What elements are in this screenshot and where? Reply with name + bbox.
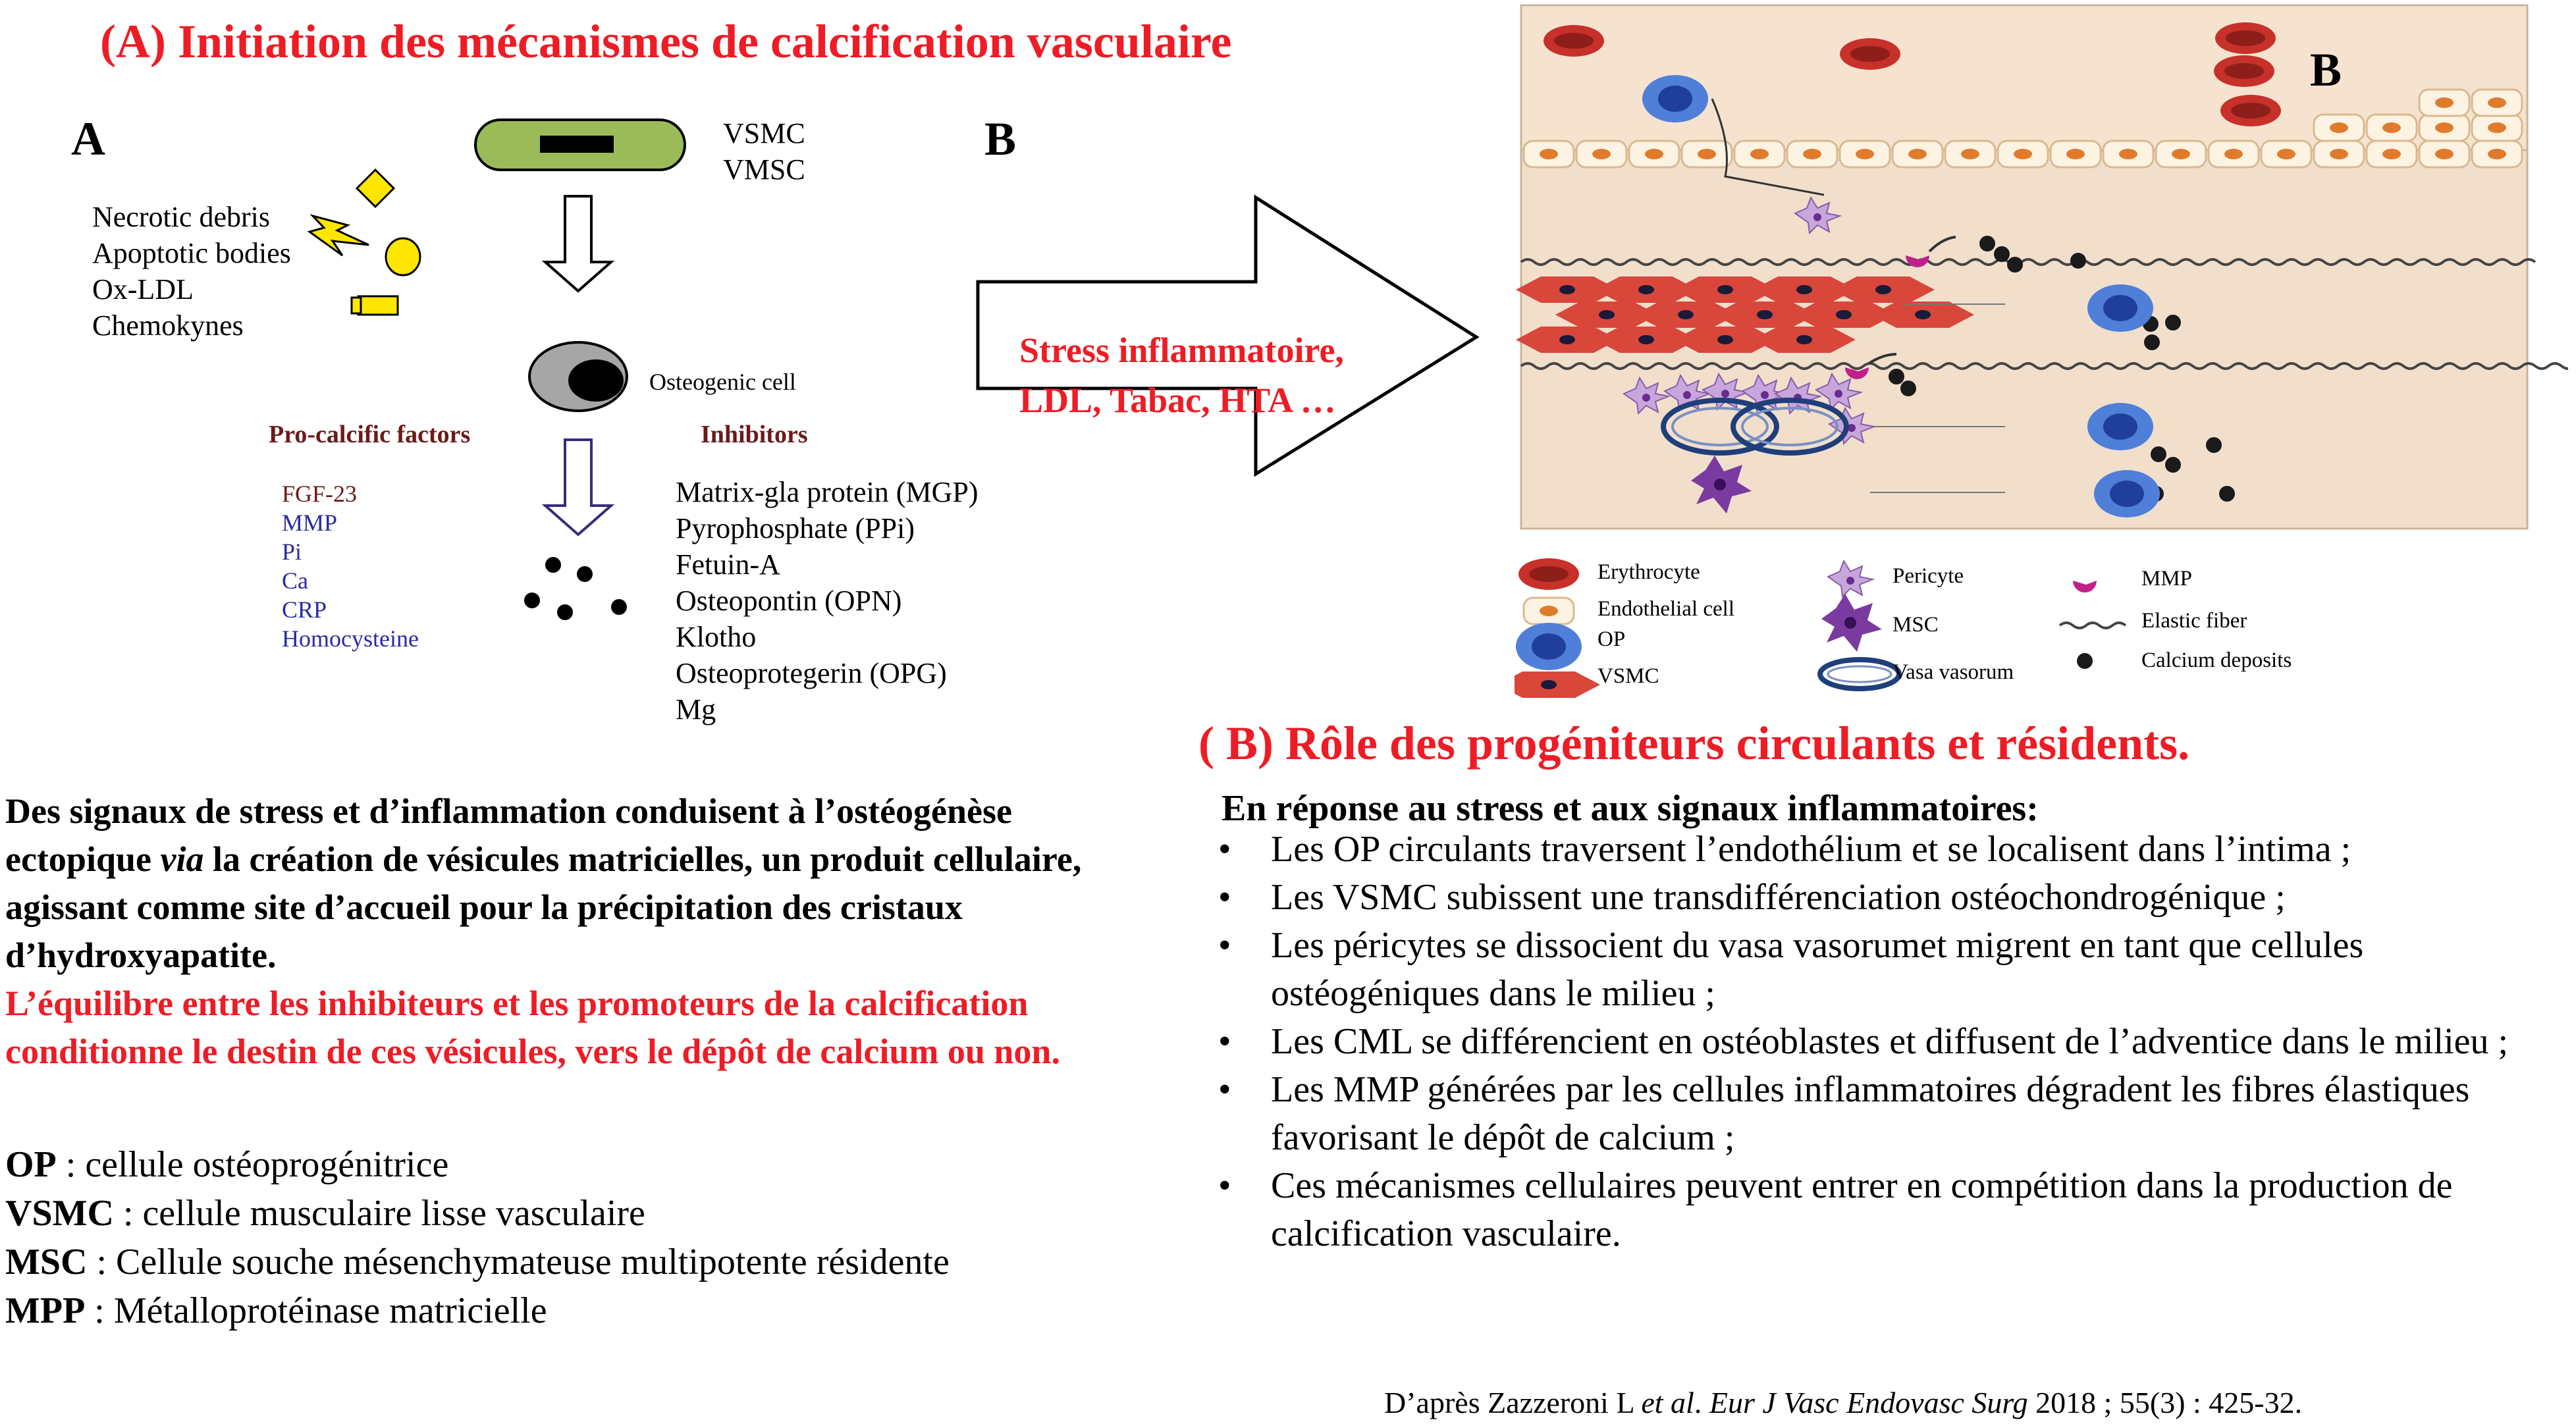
glossary-item: MPP : Métalloprotéinase matricielle <box>5 1290 547 1331</box>
legend-label: MMP <box>2141 567 2193 591</box>
inhibitor-item: Mg <box>676 693 716 725</box>
procalcific-item: Homocysteine <box>282 625 419 652</box>
lightning-icon <box>307 214 369 257</box>
panel-a-diagram <box>307 119 686 620</box>
bullet-item: Les OP circulants traversent l’endothéli… <box>1218 826 2562 874</box>
summary-line: ectopique via la création de vésicules m… <box>5 839 1082 879</box>
inhibitor-item: Matrix-gla protein (MGP) <box>676 476 979 508</box>
vsmc-label: VSMC <box>723 117 805 149</box>
legend-col-3: MMP Elastic fiber Calcium deposits <box>2141 564 2292 675</box>
calcium-deposit-icons <box>524 557 627 620</box>
legend-label: Endothelial cell <box>1597 597 1735 621</box>
legend-label: Erythrocyte <box>1597 560 1700 584</box>
debris-item: Apoptotic bodies <box>92 237 291 269</box>
vmsc-label: VMSC <box>723 153 805 186</box>
inhibitor-item: Pyrophosphate (PPi) <box>676 512 915 544</box>
osteogenic-nucleus-icon <box>568 359 624 402</box>
bullet-item: Les MMP générées par les cellules inflam… <box>1218 1066 2562 1162</box>
procalcific-item: FGF-23 <box>282 481 358 507</box>
procalcific-item: Ca <box>282 567 308 594</box>
procalcific-item: MMP <box>282 510 338 536</box>
summary-line: d’hydroxyapatite. <box>5 936 277 975</box>
inhibitors-title: Inhibitors <box>701 421 808 448</box>
procalcific-title: Pro-calcific factors <box>269 421 471 448</box>
glossary: OP : cellule ostéoprogénitrice VSMC : ce… <box>5 1140 950 1335</box>
osteogenic-cell-label: Osteogenic cell <box>649 369 796 395</box>
inhibitors-list: Matrix-gla protein (MGP) Pyrophosphate (… <box>676 474 978 727</box>
vasa-vasorum <box>1661 398 1849 456</box>
procalcific-list: FGF-23 MMP Pi Ca CRP Homocysteine <box>282 479 419 653</box>
legend-label: Elastic fiber <box>2141 609 2247 633</box>
bullet-item: Les CML se différencient en ostéoblastes… <box>1218 1018 2562 1066</box>
debris-item: Chemokynes <box>92 309 244 342</box>
legend-label: VSMC <box>1597 664 1659 688</box>
inhibitor-item: Osteopontin (OPN) <box>676 585 902 617</box>
ox-ldl-icon <box>357 295 399 316</box>
big-arrow-icon <box>976 194 1480 477</box>
elastic-fiber <box>1520 362 2568 370</box>
glossary-item: MSC : Cellule souche mésenchymateuse mul… <box>5 1242 950 1282</box>
panel-a-letter: A <box>71 113 105 165</box>
debris-item: Ox-LDL <box>92 273 194 305</box>
legend-col-2: Pericyte MSC Vasa vasorum <box>1892 561 2014 687</box>
glossary-item: VSMC : cellule musculaire lisse vasculai… <box>5 1193 645 1234</box>
panel-b-intro: En réponse au stress et aux signaux infl… <box>1221 788 2039 829</box>
legend-label: MSC <box>1892 613 1939 637</box>
bullet-item: Ces mécanismes cellulaires peuvent entre… <box>1218 1162 2562 1258</box>
legend-label: OP <box>1597 627 1626 651</box>
bullet-item: Les VSMC subissent une transdifférenciat… <box>1218 874 2562 922</box>
legend-col-1: Erythrocyte Endothelial cell OP VSMC <box>1597 557 1734 691</box>
inhibitor-item: Klotho <box>676 621 757 653</box>
stress-line-1: Stress inflammatoire, <box>1019 330 1344 370</box>
summary-line: agissant comme site d’accueil pour la pr… <box>5 887 963 927</box>
glossary-item: OP : cellule ostéoprogénitrice <box>5 1144 449 1185</box>
panel-b-title: ( B) Rôle des progéniteurs circulants et… <box>1198 717 2190 770</box>
panel-b-letter: B <box>2310 43 2342 96</box>
arrow-letter: B <box>984 113 1017 165</box>
inhibitor-item: Osteoprotegerin (OPG) <box>676 657 947 689</box>
debris-list: Necrotic debris Apoptotic bodies Ox-LDL … <box>92 199 291 344</box>
panel-a-title: (A) Initiation des mécanismes de calcifi… <box>100 15 1232 68</box>
summary-red-line: conditionne le destin de ces vésicules, … <box>5 1032 1060 1071</box>
panel-b-bullets: Les OP circulants traversent l’endothéli… <box>1218 826 2562 1258</box>
legend <box>1515 558 2127 698</box>
necrotic-debris-icon <box>355 168 396 209</box>
legend-label: Vasa vasorum <box>1892 660 2014 684</box>
legend-label: Pericyte <box>1892 564 1964 588</box>
vessel-wall-illustration: B <box>1515 4 2568 698</box>
down-arrow-icon <box>541 195 615 293</box>
vsmc-nucleus-icon <box>540 136 614 153</box>
debris-item: Necrotic debris <box>92 201 270 233</box>
stress-label: Stress inflammatoire, LDL, Tabac, HTA … <box>1019 325 1344 425</box>
procalcific-item: Pi <box>282 539 302 565</box>
bullet-item: Les péricytes se dissocient du vasa vaso… <box>1218 922 2562 1018</box>
summary-paragraph: Des signaux de stress et d’inflammation … <box>5 787 1081 1076</box>
procalcific-item: CRP <box>282 596 327 623</box>
reference: D’après Zazzeroni L et al. Eur J Vasc En… <box>1384 1386 2303 1419</box>
summary-line: Des signaux de stress et d’inflammation … <box>5 791 1012 831</box>
legend-label: Calcium deposits <box>2141 648 2292 672</box>
inhibitor-item: Fetuin-A <box>676 548 780 581</box>
elastic-fiber <box>1520 258 2536 266</box>
down-arrow-icon <box>541 438 615 537</box>
summary-red-line: L’équilibre entre les inhibiteurs et les… <box>5 984 1029 1023</box>
apoptotic-body-icon <box>385 237 421 277</box>
stress-line-2: LDL, Tabac, HTA … <box>1019 381 1336 420</box>
